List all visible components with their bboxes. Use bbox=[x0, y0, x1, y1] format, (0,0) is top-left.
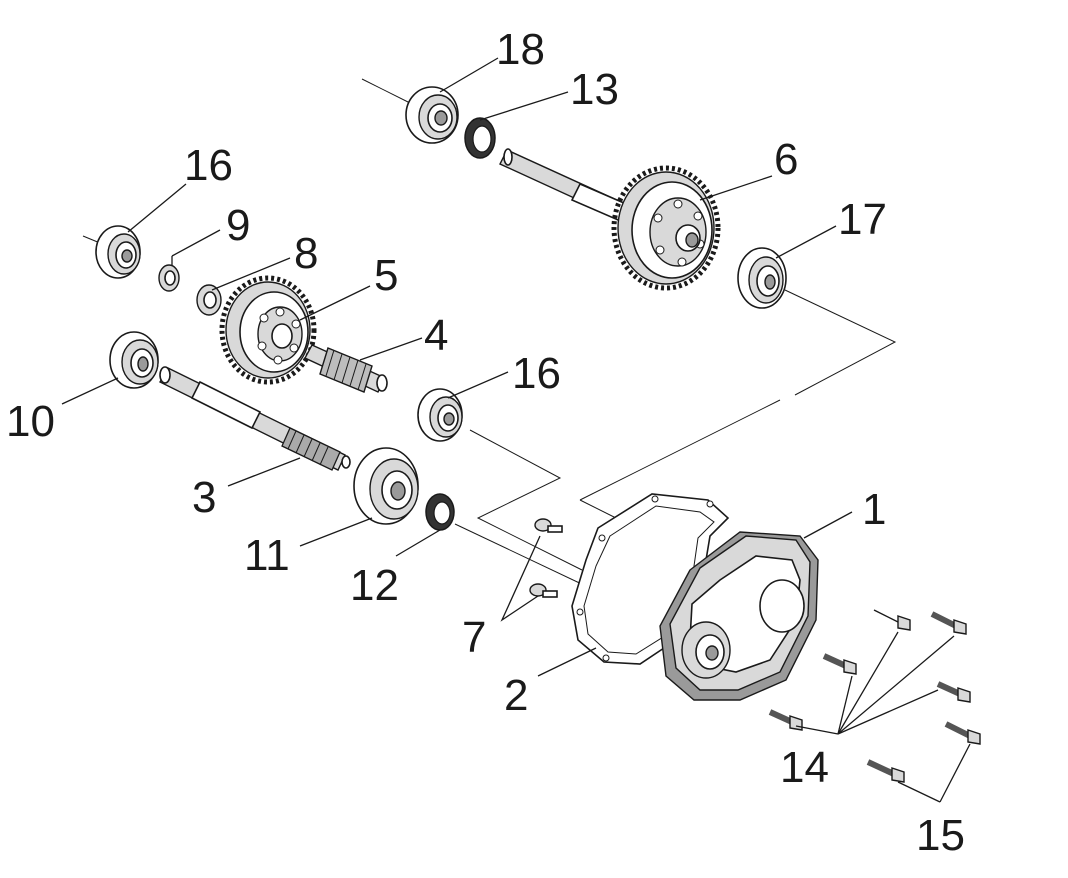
label-15: 15 bbox=[916, 811, 965, 860]
label-1: 1 bbox=[862, 485, 886, 534]
gasket-2 bbox=[571, 493, 730, 665]
label-18: 18 bbox=[496, 25, 545, 74]
bearing-16-upper bbox=[95, 225, 141, 279]
label-4: 4 bbox=[424, 311, 448, 360]
label-7: 7 bbox=[462, 613, 486, 662]
input-shaft-3 bbox=[159, 366, 351, 471]
assembly-guide-lines bbox=[82, 78, 897, 589]
bearing-17 bbox=[737, 247, 787, 309]
dowel-pins-7 bbox=[529, 518, 563, 598]
bolt-15-a bbox=[944, 721, 981, 745]
washer-9 bbox=[158, 264, 180, 292]
gear-case-cover-1 bbox=[659, 531, 819, 701]
label-2: 2 bbox=[504, 671, 528, 720]
bearing-11 bbox=[353, 447, 419, 525]
label-9: 9 bbox=[226, 201, 250, 250]
label-5: 5 bbox=[374, 251, 398, 300]
gear-5 bbox=[219, 275, 317, 385]
bearing-10 bbox=[109, 331, 159, 389]
label-14: 14 bbox=[780, 743, 829, 792]
bearing-16-middle bbox=[417, 388, 463, 442]
label-3: 3 bbox=[192, 473, 216, 522]
bolts-14-15 bbox=[768, 609, 981, 783]
label-17: 17 bbox=[838, 195, 887, 244]
gear-6 bbox=[611, 165, 721, 291]
label-8: 8 bbox=[294, 229, 318, 278]
label-10: 10 bbox=[6, 397, 55, 446]
bolt-14-c bbox=[822, 653, 857, 675]
label-16-upper: 16 bbox=[184, 141, 233, 190]
bearing-18 bbox=[405, 86, 459, 144]
oil-seal-12 bbox=[425, 493, 455, 531]
label-6: 6 bbox=[774, 135, 798, 184]
washer-8 bbox=[196, 284, 222, 316]
label-12: 12 bbox=[350, 561, 399, 610]
label-11: 11 bbox=[244, 531, 290, 580]
pinion-shaft-4 bbox=[304, 344, 388, 393]
bolt-14-a bbox=[873, 609, 911, 631]
leader-lines bbox=[61, 57, 971, 803]
bolt-14-b bbox=[930, 611, 967, 635]
part-number-labels: 18 13 6 17 16 9 8 5 4 16 10 3 11 12 7 2 … bbox=[6, 25, 965, 860]
bolt-14-d bbox=[936, 681, 971, 703]
oil-seal-13 bbox=[464, 117, 496, 159]
bolt-15-b bbox=[866, 759, 905, 783]
label-16-middle: 16 bbox=[512, 349, 561, 398]
label-13: 13 bbox=[570, 65, 619, 114]
bolt-14-e bbox=[768, 709, 803, 731]
